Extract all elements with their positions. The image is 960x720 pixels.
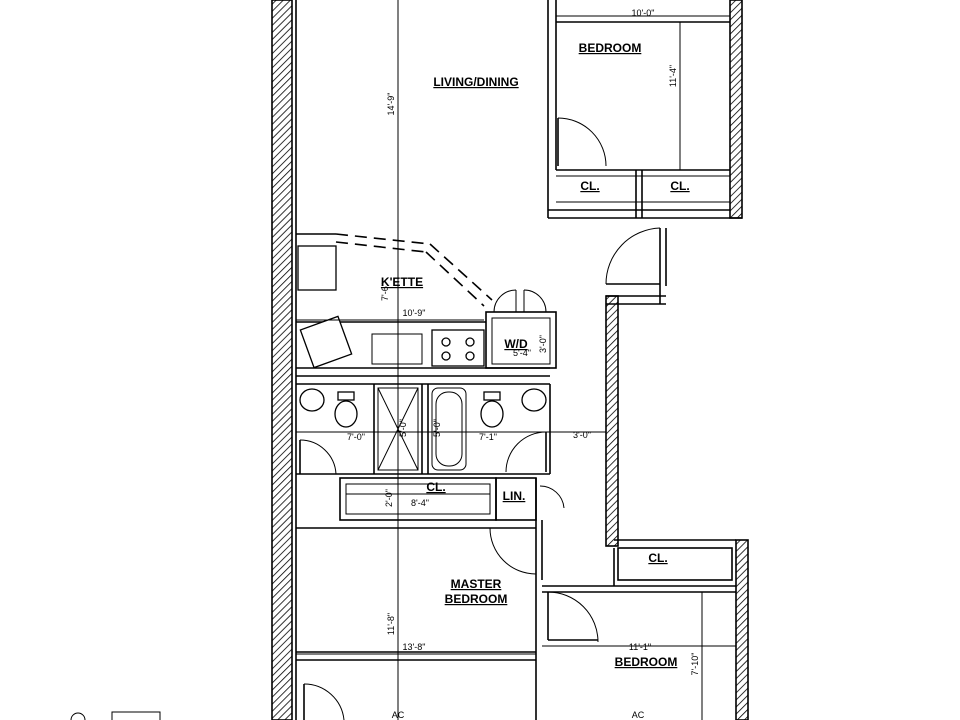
dim-kitchen-width: 10'-9"	[403, 308, 426, 318]
dim-bedroom-top-width: 10'-0"	[632, 8, 655, 18]
dimension-lines	[296, 0, 736, 720]
bathrooms	[296, 383, 551, 475]
washer-dryer-label: W/D	[504, 337, 528, 351]
ac-left-label: AC	[392, 710, 405, 720]
dim-wd-depth: 3'-0"	[538, 335, 548, 353]
closet-b-label: CL.	[670, 179, 689, 193]
linen-label: LIN.	[503, 489, 526, 503]
dim-closet-depth: 2'-0"	[384, 489, 394, 507]
ac-right-label: AC	[632, 710, 645, 720]
dim-bedroom-bottom-width: 11'-1"	[629, 642, 651, 652]
master-label-line1: MASTER	[451, 577, 502, 591]
dim-bath-right-width: 7'-1"	[479, 432, 497, 442]
kitchen-label: K'ETTE	[381, 275, 423, 289]
bedroom-bottom-label: BEDROOM	[615, 655, 678, 669]
kitchen-area	[296, 233, 550, 377]
living-dining-label: LIVING/DINING	[433, 75, 518, 89]
closet-a-label: CL.	[580, 179, 599, 193]
exterior-wall-left	[271, 0, 297, 720]
hall-closets	[339, 477, 565, 720]
dim-bath-left-depth: 5'-0"	[398, 419, 408, 437]
master-bedroom	[296, 527, 537, 720]
master-label-line2: BEDROOM	[445, 592, 508, 606]
door-bedroom-top	[557, 117, 607, 167]
bedroom-bottom	[542, 539, 749, 720]
dim-bedroom-top-depth: 11'-4"	[668, 65, 678, 87]
door-hall-top	[605, 227, 667, 286]
dim-kitchen-depth: 7'-6"	[380, 283, 390, 301]
dim-hall-width: 3'-0"	[573, 430, 591, 440]
dim-living-depth: 14'-9"	[386, 93, 396, 116]
washer-dryer-closet	[485, 289, 557, 369]
dim-master-depth: 11'-8"	[386, 613, 396, 635]
dim-master-width: 13'-8"	[403, 642, 426, 652]
dim-bath-left-width: 7'-0"	[347, 432, 365, 442]
closet-right-label: CL.	[648, 551, 667, 565]
closet-hall-label: CL.	[426, 480, 445, 494]
dim-bedroom-bottom-depth: 7'-10"	[690, 653, 700, 676]
bedroom-top-walls	[547, 0, 743, 219]
legend-symbols	[70, 711, 161, 720]
hall-wall-right	[605, 286, 666, 547]
dim-bath-right-depth: 5'-0"	[432, 419, 442, 437]
dim-closet-width: 8'-4"	[411, 498, 429, 508]
dim-wd-size: 5'-4"	[513, 348, 531, 358]
bedroom-top-label: BEDROOM	[579, 41, 642, 55]
